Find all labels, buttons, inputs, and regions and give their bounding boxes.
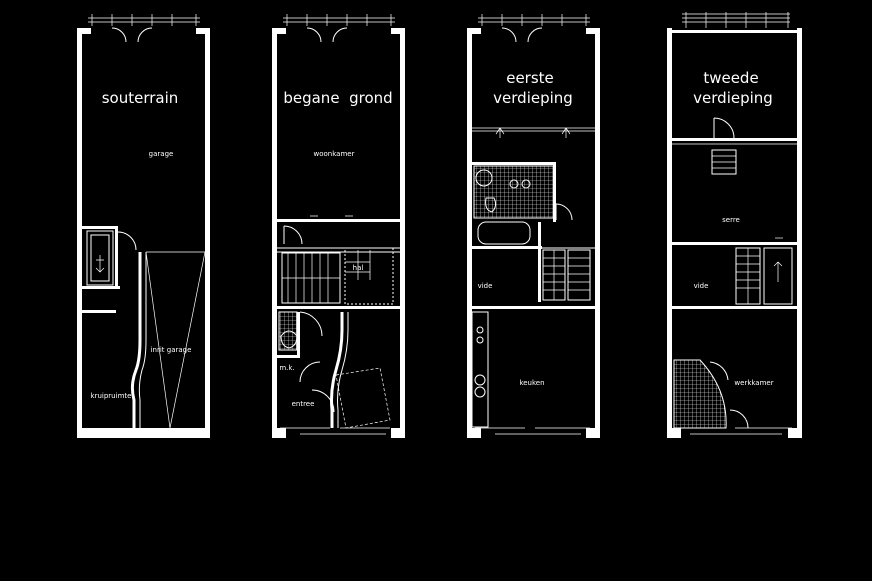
room-label-keuken: keuken — [519, 379, 544, 387]
room-label-garage: garage — [149, 150, 174, 158]
room-label-inrit-garage: inrit garage — [151, 346, 192, 354]
floor-title-tweede-line2: verdieping — [693, 89, 773, 107]
floor-title-begane-grond: begane grond — [283, 89, 392, 107]
floor-title-eerste-line1: eerste — [506, 69, 554, 87]
floor-title-eerste-line2: verdieping — [493, 89, 573, 107]
room-label-serre: serre — [722, 216, 740, 224]
room-label-werkkamer: werkkamer — [734, 379, 773, 387]
floor-plan-eerste-verdieping — [467, 14, 600, 438]
room-label-kruipruimte: kruipruimte — [91, 392, 132, 400]
room-label-vide-tweede: vide — [694, 282, 709, 290]
room-label-hal: hal — [353, 264, 364, 272]
room-label-vide-eerste: vide — [478, 282, 493, 290]
room-label-entree: entree — [292, 400, 315, 408]
floor-title-tweede-line1: tweede — [703, 69, 758, 87]
floor-plan-begane-grond — [272, 14, 405, 438]
room-label-mk: m.k. — [279, 364, 294, 372]
room-label-woonkamer: woonkamer — [314, 150, 355, 158]
floor-title-souterrain: souterrain — [102, 89, 179, 107]
floor-plan-souterrain — [77, 14, 210, 438]
floor-plan-tweede-verdieping — [667, 12, 802, 438]
